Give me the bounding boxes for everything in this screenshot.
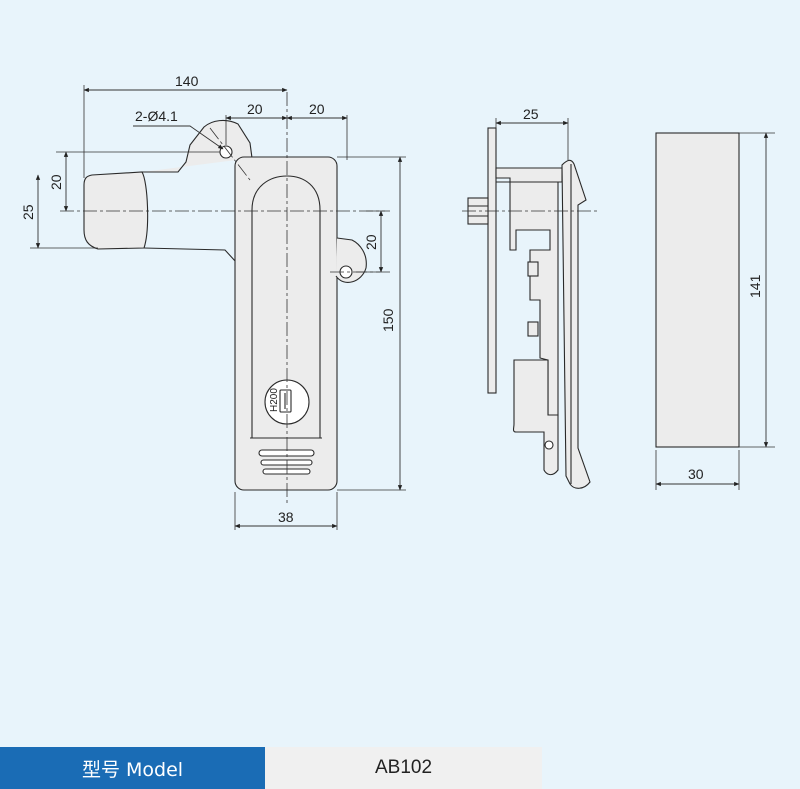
front-extension-lines [30,85,406,530]
end-view-body [655,132,740,448]
side-extension-lines [495,118,569,160]
end-extension-lines [655,132,775,490]
technical-drawing: H200 140 20 20 2-Ø4.1 20 25 [20,73,775,530]
model-value: AB102 [265,747,542,789]
handle-arm [83,171,149,250]
mounting-plate [487,127,497,394]
lock-code-label: H200 [269,388,280,412]
dim-141: 141 [747,274,763,298]
dim-20-left: 20 [247,101,263,117]
dim-20-vertical: 20 [48,174,64,190]
dim-140: 140 [175,73,199,89]
dim-30: 30 [688,466,704,482]
handle-cover [561,159,591,489]
dim-20-right-hole: 20 [363,234,379,250]
dim-20-right: 20 [309,101,325,117]
dim-25: 25 [20,204,36,220]
front-dimension-lines [35,87,403,529]
front-view [83,119,367,491]
dim-25-side: 25 [523,106,539,122]
dim-150: 150 [380,308,396,332]
dim-38: 38 [278,509,294,525]
dim-hole-spec: 2-Ø4.1 [135,108,178,124]
model-label: 型号 Model [0,747,265,789]
spec-bar: 型号 Model AB102 [0,747,542,789]
side-view [467,127,591,489]
handle-recess [251,175,321,438]
